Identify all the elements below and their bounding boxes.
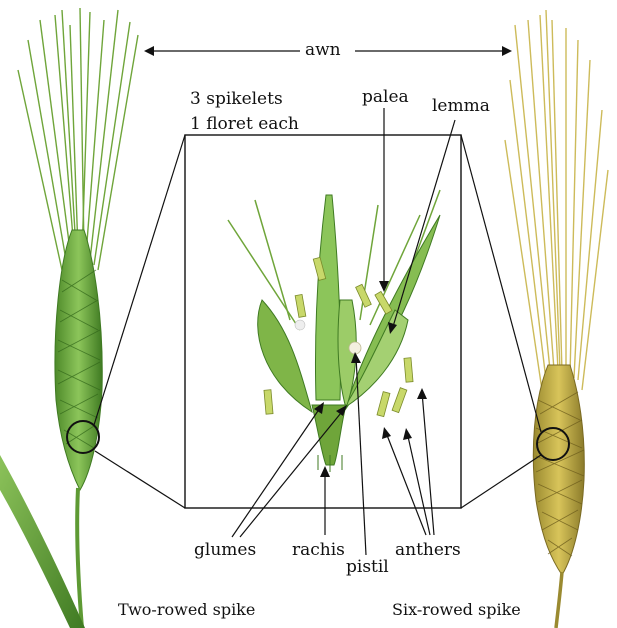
two-rowed-spike-illustration — [0, 8, 138, 628]
six-rowed-stem — [556, 572, 562, 628]
six-rowed-awns — [505, 10, 608, 390]
label-awn: awn — [305, 40, 341, 60]
label-spikelets-line1: 3 spikelets — [190, 89, 283, 109]
label-rachis: rachis — [292, 540, 345, 560]
label-anthers: anthers — [395, 540, 461, 560]
label-pistil: pistil — [346, 557, 389, 577]
caption-two-rowed: Two-rowed spike — [118, 600, 255, 620]
caption-six-rowed: Six-rowed spike — [392, 600, 521, 620]
six-rowed-spike-illustration — [505, 10, 608, 628]
label-lemma: lemma — [432, 96, 490, 116]
label-glumes: glumes — [194, 540, 256, 560]
two-rowed-leaf — [0, 455, 85, 628]
two-rowed-stem — [77, 488, 82, 628]
label-spikelets-line2: 1 floret each — [190, 114, 299, 134]
label-palea: palea — [362, 87, 409, 107]
